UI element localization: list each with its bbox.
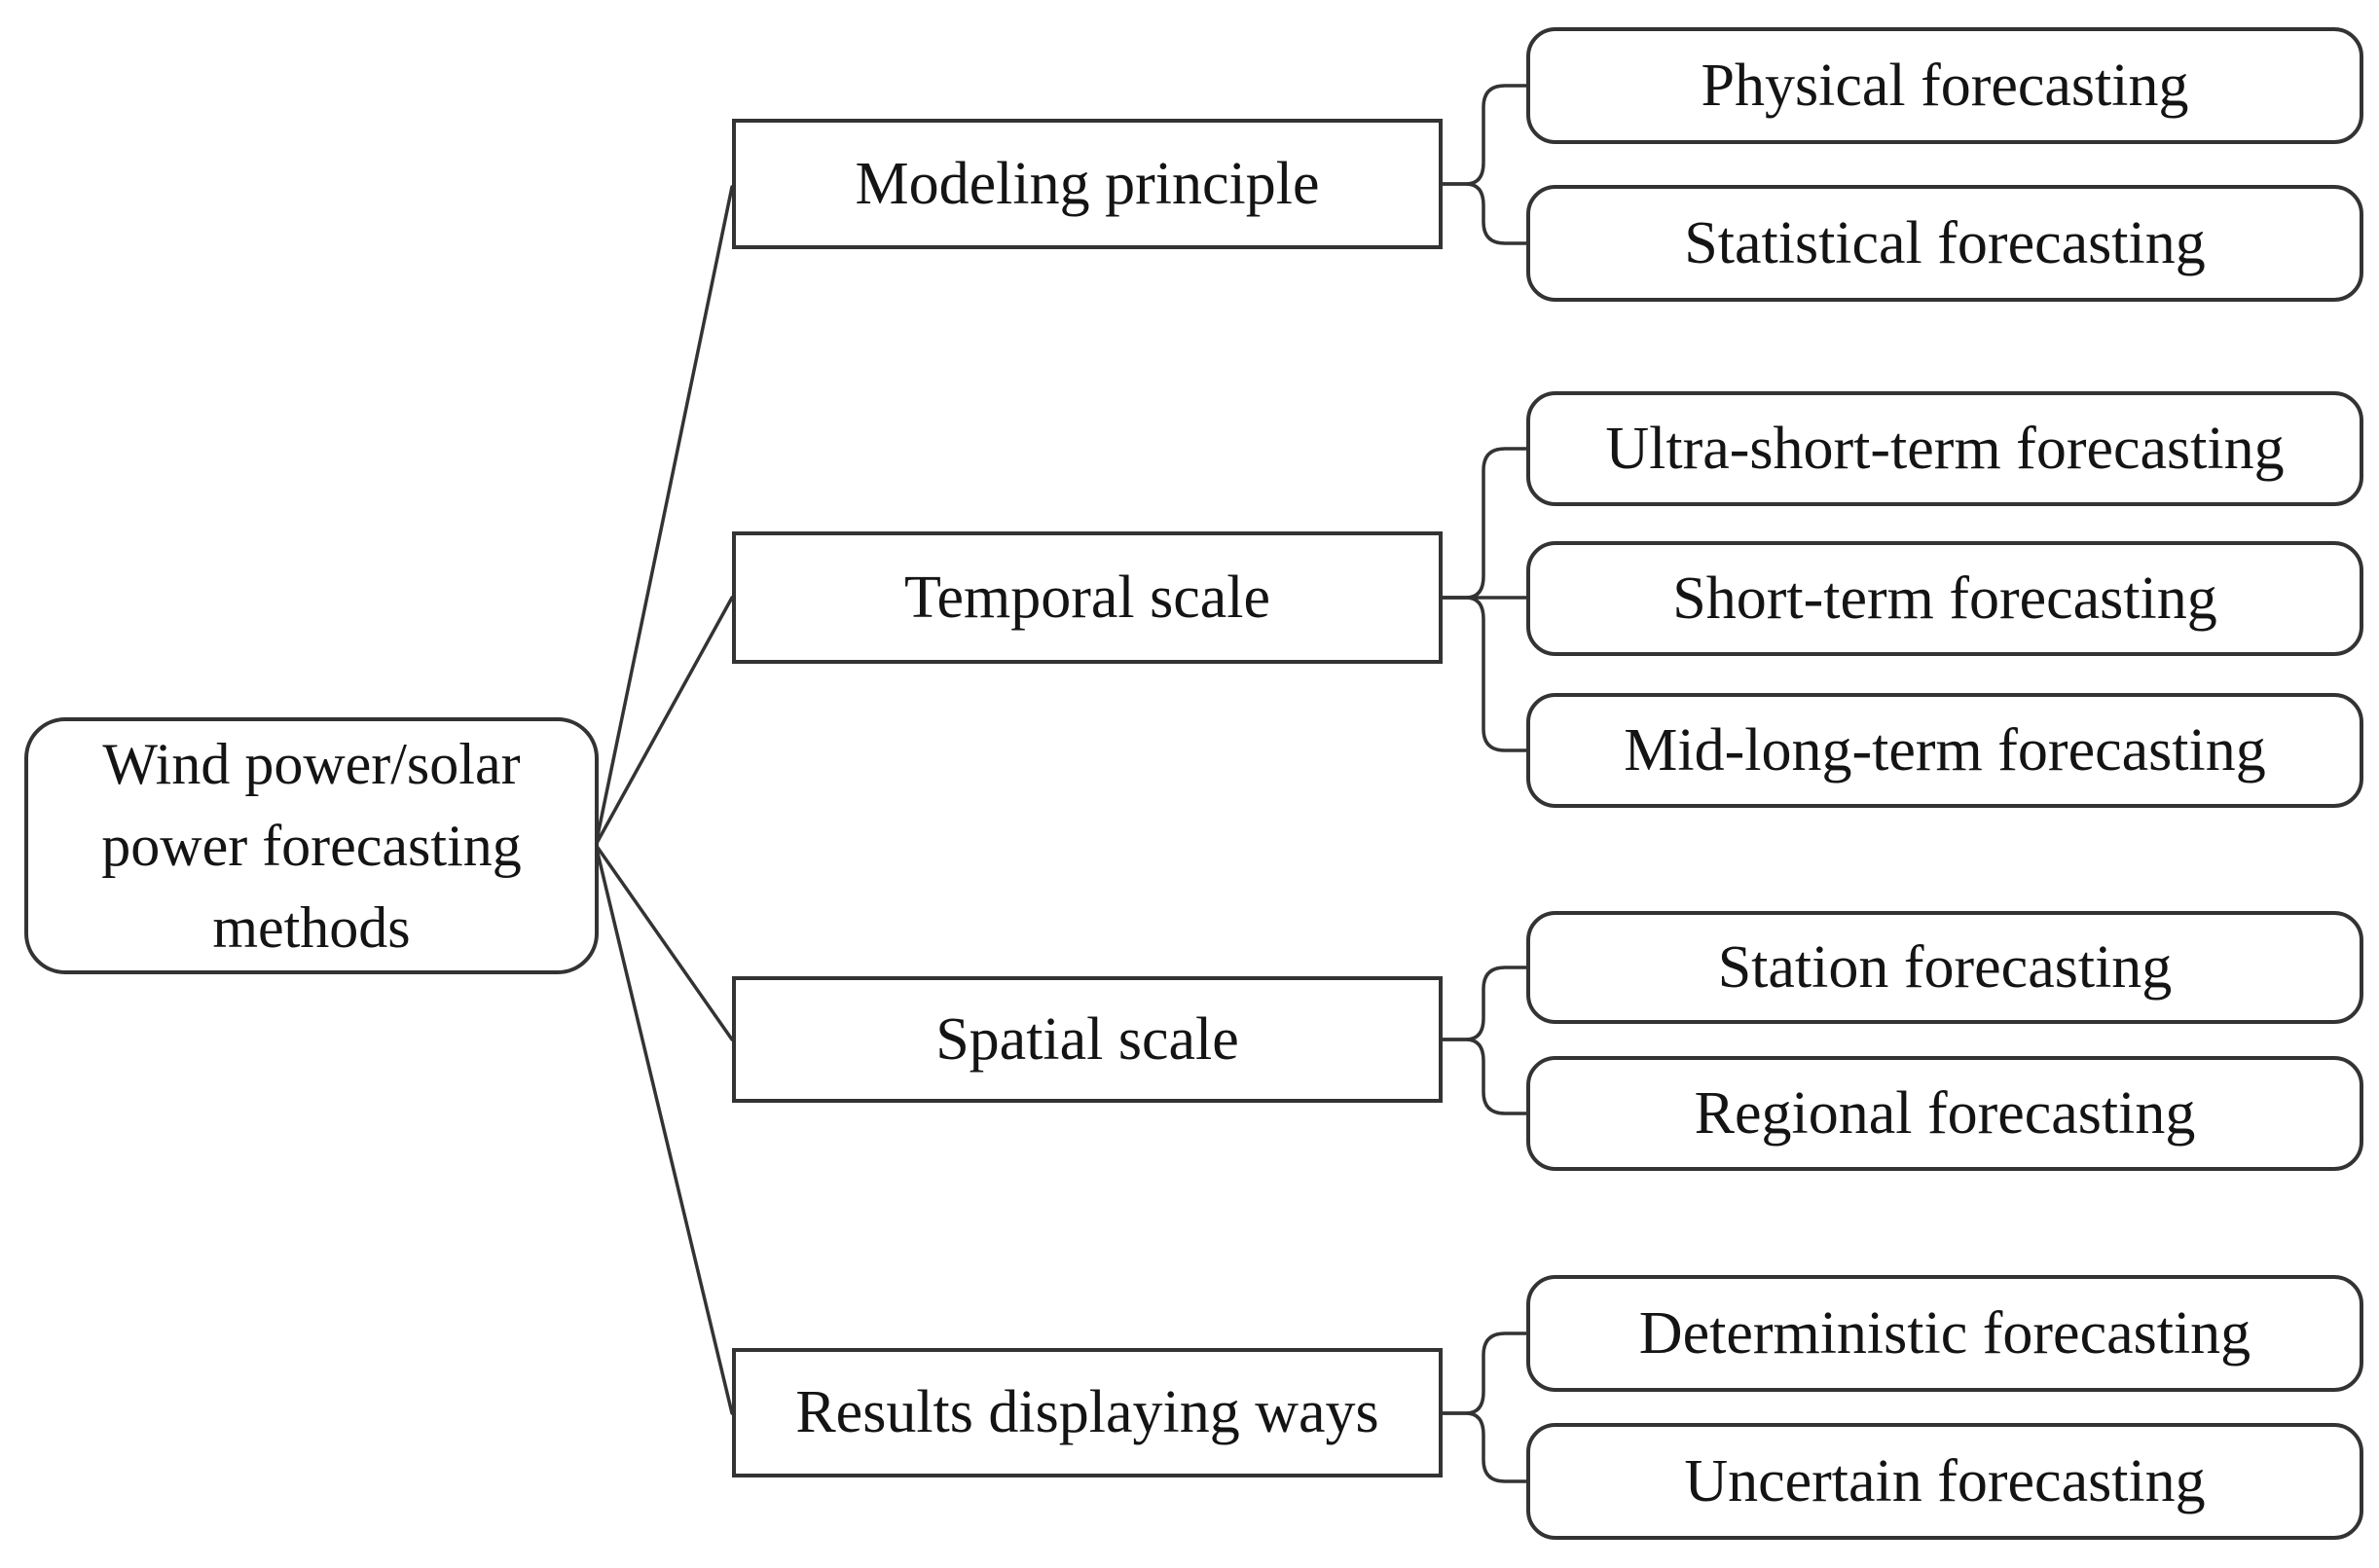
leaf-node-statistical-forecasting: Statistical forecasting	[1526, 185, 2363, 302]
category-node-temporal-scale: Temporal scale	[732, 531, 1443, 664]
leaf-label: Deterministic forecasting	[1638, 1299, 2251, 1367]
brace-results	[1441, 1331, 1528, 1483]
brace-spatial	[1441, 966, 1528, 1115]
category-node-modeling-principle: Modeling principle	[732, 119, 1443, 249]
leaf-node-ultra-short-term-forecasting: Ultra-short-term forecasting	[1526, 391, 2363, 506]
category-node-spatial-scale: Spatial scale	[732, 976, 1443, 1103]
leaf-label: Physical forecasting	[1701, 52, 2189, 119]
root-label-line-1: Wind power/solar	[102, 732, 521, 796]
category-label: Temporal scale	[903, 564, 1271, 631]
leaf-node-station-forecasting: Station forecasting	[1526, 911, 2363, 1024]
category-label: Results displaying ways	[795, 1379, 1379, 1446]
root-fan-lines	[594, 185, 734, 1415]
leaf-node-short-term-forecasting: Short-term forecasting	[1526, 541, 2363, 656]
leaf-label: Statistical forecasting	[1684, 209, 2206, 276]
leaf-label: Regional forecasting	[1694, 1079, 2196, 1147]
leaf-label: Station forecasting	[1717, 933, 2173, 1001]
leaf-node-deterministic-forecasting: Deterministic forecasting	[1526, 1275, 2363, 1392]
brace-modeling	[1441, 84, 1528, 245]
root-label-line-2: power forecasting	[101, 814, 522, 878]
leaf-label: Ultra-short-term forecasting	[1605, 415, 2285, 482]
brace-temporal	[1441, 447, 1528, 752]
leaf-node-regional-forecasting: Regional forecasting	[1526, 1056, 2363, 1171]
leaf-node-mid-long-term-forecasting: Mid-long-term forecasting	[1526, 693, 2363, 808]
category-label: Spatial scale	[935, 1005, 1239, 1073]
leaf-label: Short-term forecasting	[1672, 565, 2217, 632]
leaf-label: Mid-long-term forecasting	[1624, 716, 2266, 784]
root-node-wind-solar-forecasting-methods: Wind power/solar power forecasting metho…	[24, 717, 599, 974]
leaf-node-physical-forecasting: Physical forecasting	[1526, 27, 2363, 144]
leaf-label: Uncertain forecasting	[1684, 1447, 2206, 1514]
category-label: Modeling principle	[855, 150, 1320, 217]
root-label-line-3: methods	[212, 895, 411, 960]
category-node-results-displaying-ways: Results displaying ways	[732, 1348, 1443, 1477]
leaf-node-uncertain-forecasting: Uncertain forecasting	[1526, 1423, 2363, 1540]
